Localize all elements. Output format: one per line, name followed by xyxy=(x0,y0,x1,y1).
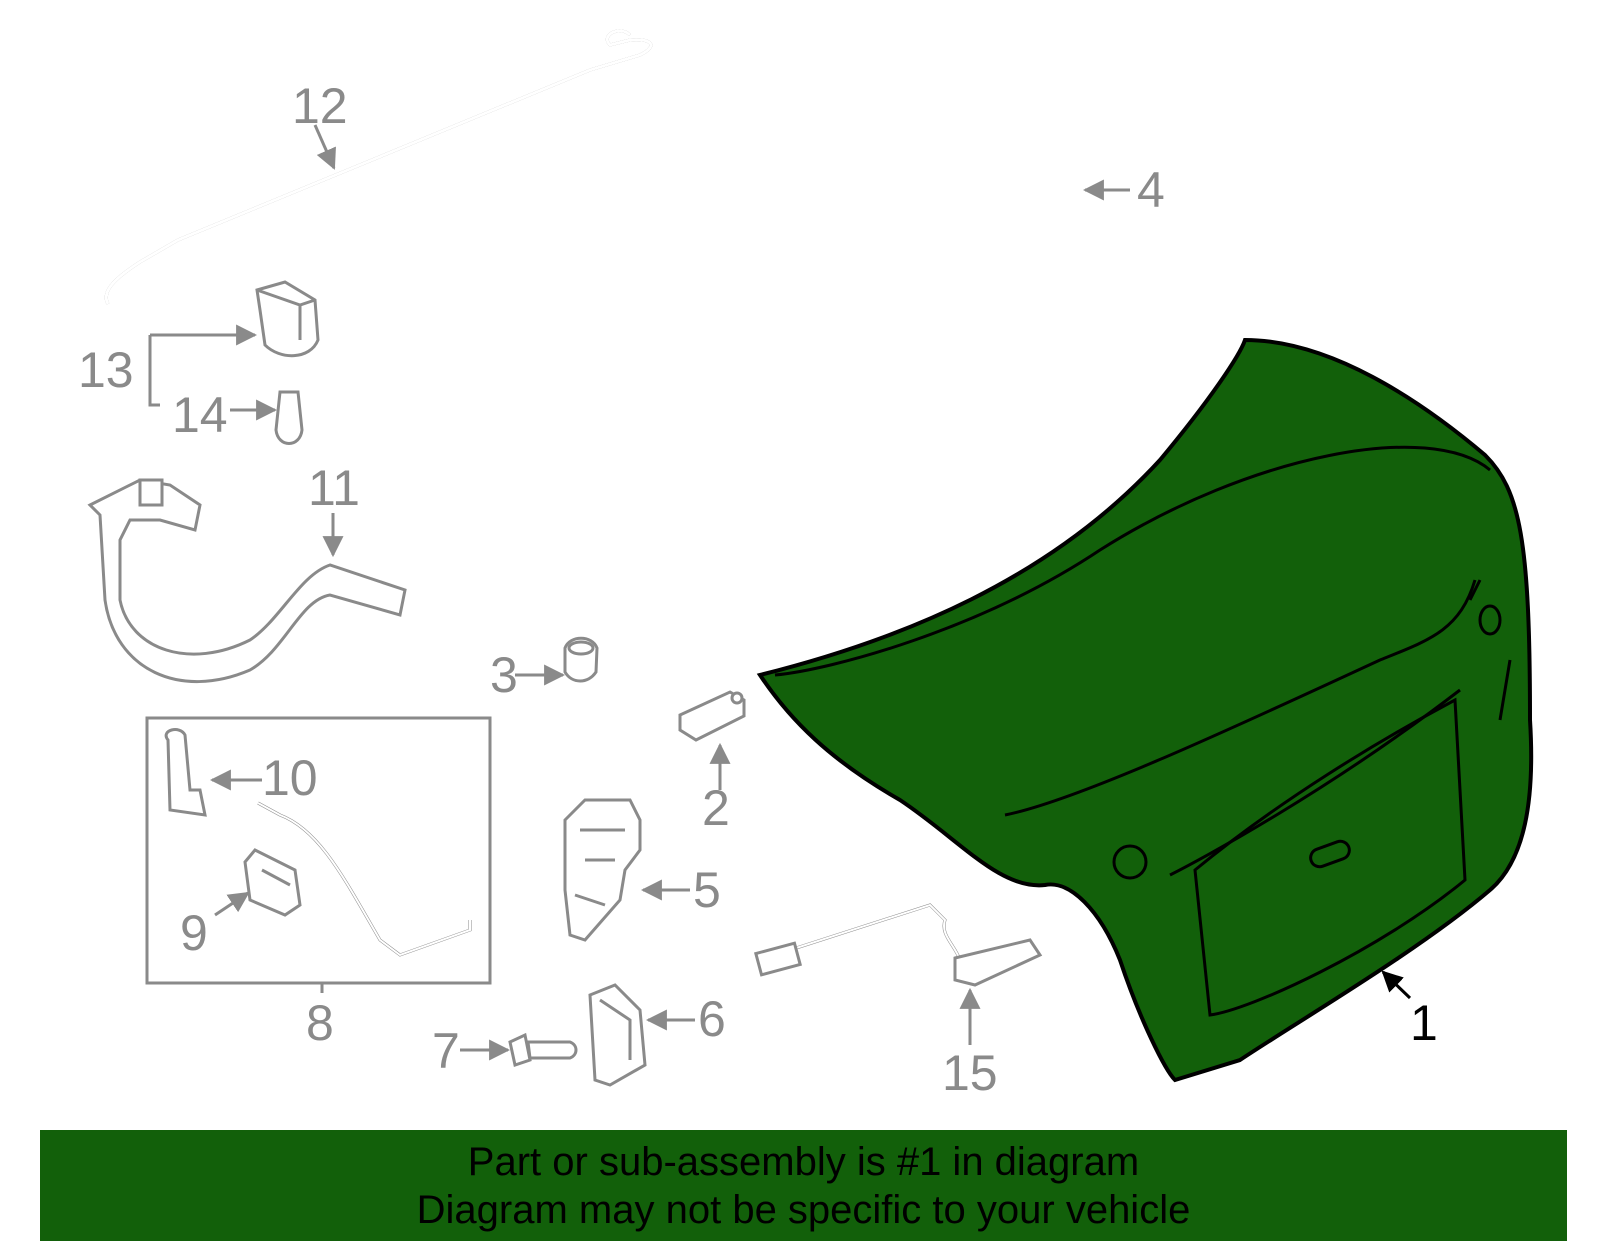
callout-6: 6 xyxy=(698,991,726,1047)
callout-10: 10 xyxy=(262,750,318,806)
part-8-group-box xyxy=(145,716,492,993)
part-8-harness xyxy=(257,801,472,957)
part-15-license-lamp xyxy=(753,903,1043,1045)
part-14-bulb xyxy=(230,390,304,445)
callout-8: 8 xyxy=(306,995,334,1051)
part-9-switch xyxy=(214,848,302,917)
callout-11: 11 xyxy=(308,460,360,516)
part-10-clip xyxy=(164,728,262,817)
callout-9: 9 xyxy=(180,905,208,961)
part-11-hinge xyxy=(87,478,407,684)
disclaimer-banner: Part or sub-assembly is #1 in diagram Di… xyxy=(40,1130,1567,1241)
part-7-bolt xyxy=(460,1032,578,1067)
part-5-latch xyxy=(563,798,690,942)
part-6-bracket xyxy=(588,983,695,1087)
callout-4: 4 xyxy=(1137,162,1165,218)
callout-5: 5 xyxy=(693,862,721,918)
callout-13: 13 xyxy=(78,342,134,398)
part-4-weatherstrip xyxy=(368,42,1130,666)
callout-7: 7 xyxy=(432,1023,460,1079)
callout-2: 2 xyxy=(702,780,730,836)
part-12-cable xyxy=(104,29,653,305)
part-13-lamp-socket xyxy=(148,280,320,407)
callout-1: 1 xyxy=(1410,995,1438,1051)
callout-14: 14 xyxy=(172,387,228,443)
part-2-striker xyxy=(678,690,746,790)
callout-3: 3 xyxy=(490,647,518,703)
part-1-trunk-lid xyxy=(756,337,1534,1083)
parts-diagram: 1 2 3 4 5 6 7 8 9 10 11 12 13 14 15 xyxy=(78,29,1534,1101)
callout-12: 12 xyxy=(292,78,348,134)
banner-line-1: Part or sub-assembly is #1 in diagram xyxy=(467,1140,1140,1184)
part-3-bumper xyxy=(515,636,599,686)
banner-line-2: Diagram may not be specific to your vehi… xyxy=(416,1188,1191,1232)
callout-15: 15 xyxy=(942,1045,998,1101)
